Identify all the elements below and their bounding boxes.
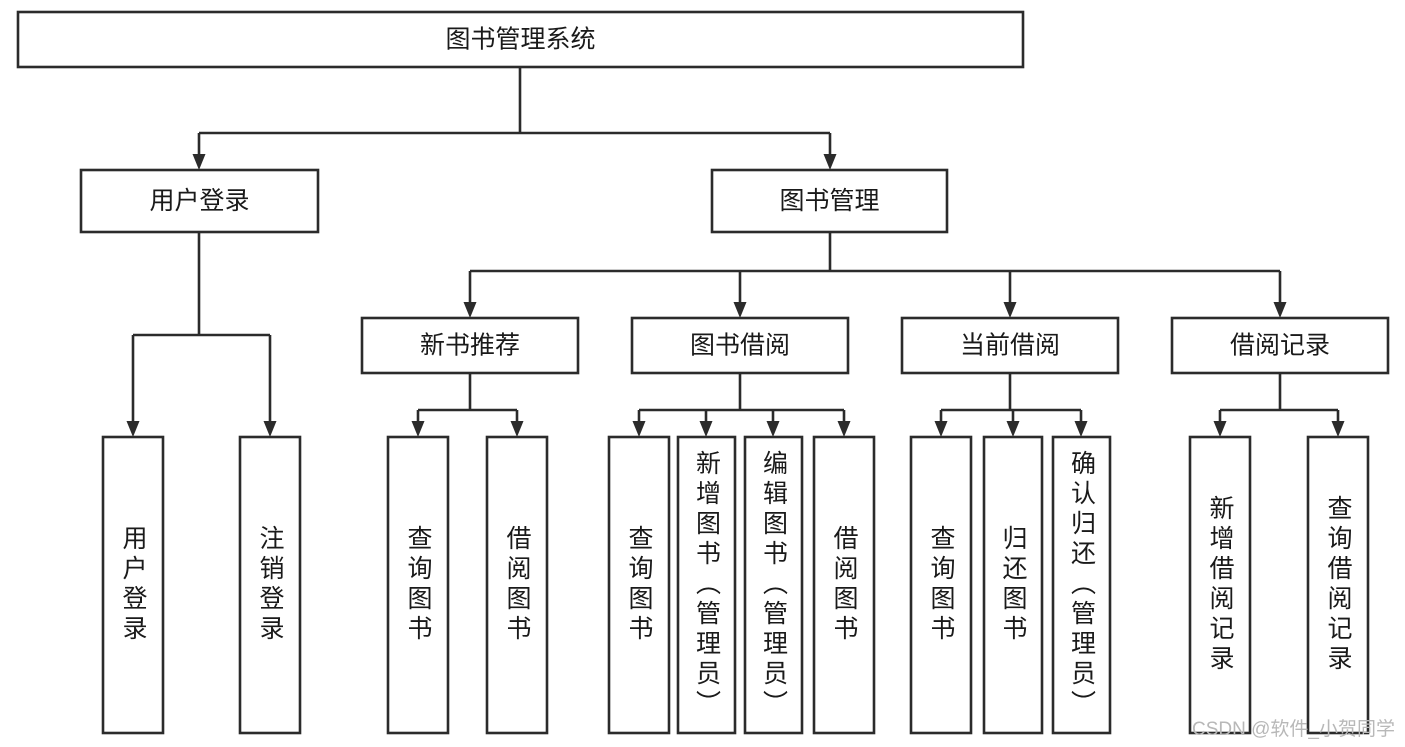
node-label: 确认归还（管理员） — [1068, 450, 1097, 720]
node-box — [485, 435, 549, 735]
node-leaf-借阅图书[interactable]: 借阅图书 — [485, 435, 549, 735]
connector-layer — [126, 67, 1345, 437]
node-label: 查询图书 — [625, 525, 654, 645]
node-box — [386, 435, 450, 735]
connector-arrowhead — [823, 154, 837, 170]
node-label: 归还图书 — [999, 525, 1028, 645]
node-box — [1188, 435, 1252, 735]
connector-from-图书借阅 — [632, 373, 851, 437]
node-leaf-确认归还管理员[interactable]: 确认归还（管理员） — [1051, 435, 1112, 735]
node-box — [743, 435, 804, 735]
connector-from-图书管理 — [463, 232, 1287, 318]
connector-arrowhead — [510, 421, 524, 437]
node-box — [909, 435, 973, 735]
node-box — [1306, 435, 1370, 735]
node-leaf-归还图书[interactable]: 归还图书 — [982, 435, 1044, 735]
node-level3-图书借阅[interactable]: 图书借阅 — [630, 316, 850, 375]
node-label: 图书管理系统 — [445, 26, 595, 54]
node-box — [900, 316, 1120, 375]
connector-from-用户登录 — [126, 232, 277, 437]
node-label: 借阅图书 — [830, 525, 859, 645]
node-box — [238, 435, 302, 735]
connector-arrowhead — [463, 302, 477, 318]
node-level2-图书管理[interactable]: 图书管理 — [710, 168, 949, 234]
node-layer: 图书管理系统用户登录图书管理新书推荐图书借阅当前借阅借阅记录用户登录注销登录查询… — [16, 10, 1390, 735]
node-level3-借阅记录[interactable]: 借阅记录 — [1170, 316, 1390, 375]
connector-arrowhead — [192, 154, 206, 170]
node-level3-当前借阅[interactable]: 当前借阅 — [900, 316, 1120, 375]
node-label: 借阅图书 — [503, 525, 532, 645]
node-label: 查询图书 — [927, 525, 956, 645]
node-leaf-新增借阅记录[interactable]: 新增借阅记录 — [1188, 435, 1252, 735]
connector-from-新书推荐 — [411, 373, 524, 437]
node-label: 新增图书（管理员） — [693, 450, 722, 720]
node-box — [607, 435, 671, 735]
connector-from-当前借阅 — [934, 373, 1088, 437]
connector-from-借阅记录 — [1213, 373, 1345, 437]
node-label: 查询图书 — [404, 525, 433, 645]
connector-from-图书管理系统 — [192, 67, 837, 170]
node-box — [360, 316, 580, 375]
node-leaf-查询图书[interactable]: 查询图书 — [909, 435, 973, 735]
node-box — [79, 168, 320, 234]
connector-arrowhead — [1331, 421, 1345, 437]
connector-arrowhead — [1273, 302, 1287, 318]
node-box — [676, 435, 737, 735]
node-leaf-借阅图书[interactable]: 借阅图书 — [812, 435, 876, 735]
connector-arrowhead — [632, 421, 646, 437]
connector-arrowhead — [934, 421, 948, 437]
connector-arrowhead — [1213, 421, 1227, 437]
node-box — [101, 435, 165, 735]
node-label: 新书推荐 — [420, 332, 520, 360]
node-box — [16, 10, 1025, 69]
node-leaf-查询图书[interactable]: 查询图书 — [386, 435, 450, 735]
connector-arrowhead — [766, 421, 780, 437]
node-leaf-新增图书管理员[interactable]: 新增图书（管理员） — [676, 435, 737, 735]
connector-arrowhead — [1003, 302, 1017, 318]
node-label: 用户登录 — [119, 525, 148, 645]
node-label: 新增借阅记录 — [1206, 495, 1235, 675]
node-leaf-查询借阅记录[interactable]: 查询借阅记录 — [1306, 435, 1370, 735]
node-level3-新书推荐[interactable]: 新书推荐 — [360, 316, 580, 375]
node-label: 图书借阅 — [690, 332, 790, 360]
node-label: 借阅记录 — [1230, 332, 1330, 360]
node-label: 编辑图书（管理员） — [760, 450, 789, 720]
node-box — [812, 435, 876, 735]
node-label: 用户登录 — [149, 187, 249, 215]
node-leaf-注销登录[interactable]: 注销登录 — [238, 435, 302, 735]
node-label: 注销登录 — [256, 525, 285, 645]
node-box — [982, 435, 1044, 735]
connector-arrowhead — [733, 302, 747, 318]
node-box — [1170, 316, 1390, 375]
node-label: 当前借阅 — [960, 332, 1060, 360]
node-box — [630, 316, 850, 375]
node-leaf-用户登录[interactable]: 用户登录 — [101, 435, 165, 735]
node-label: 图书管理 — [779, 187, 879, 215]
connector-arrowhead — [699, 421, 713, 437]
connector-arrowhead — [1006, 421, 1020, 437]
node-label: 查询借阅记录 — [1324, 495, 1353, 675]
node-box — [710, 168, 949, 234]
node-box — [1051, 435, 1112, 735]
node-level2-用户登录[interactable]: 用户登录 — [79, 168, 320, 234]
connector-arrowhead — [411, 421, 425, 437]
connector-arrowhead — [1074, 421, 1088, 437]
connector-arrowhead — [126, 421, 140, 437]
node-leaf-查询图书[interactable]: 查询图书 — [607, 435, 671, 735]
node-leaf-编辑图书管理员[interactable]: 编辑图书（管理员） — [743, 435, 804, 735]
connector-arrowhead — [263, 421, 277, 437]
node-root-图书管理系统[interactable]: 图书管理系统 — [16, 10, 1025, 69]
connector-arrowhead — [837, 421, 851, 437]
